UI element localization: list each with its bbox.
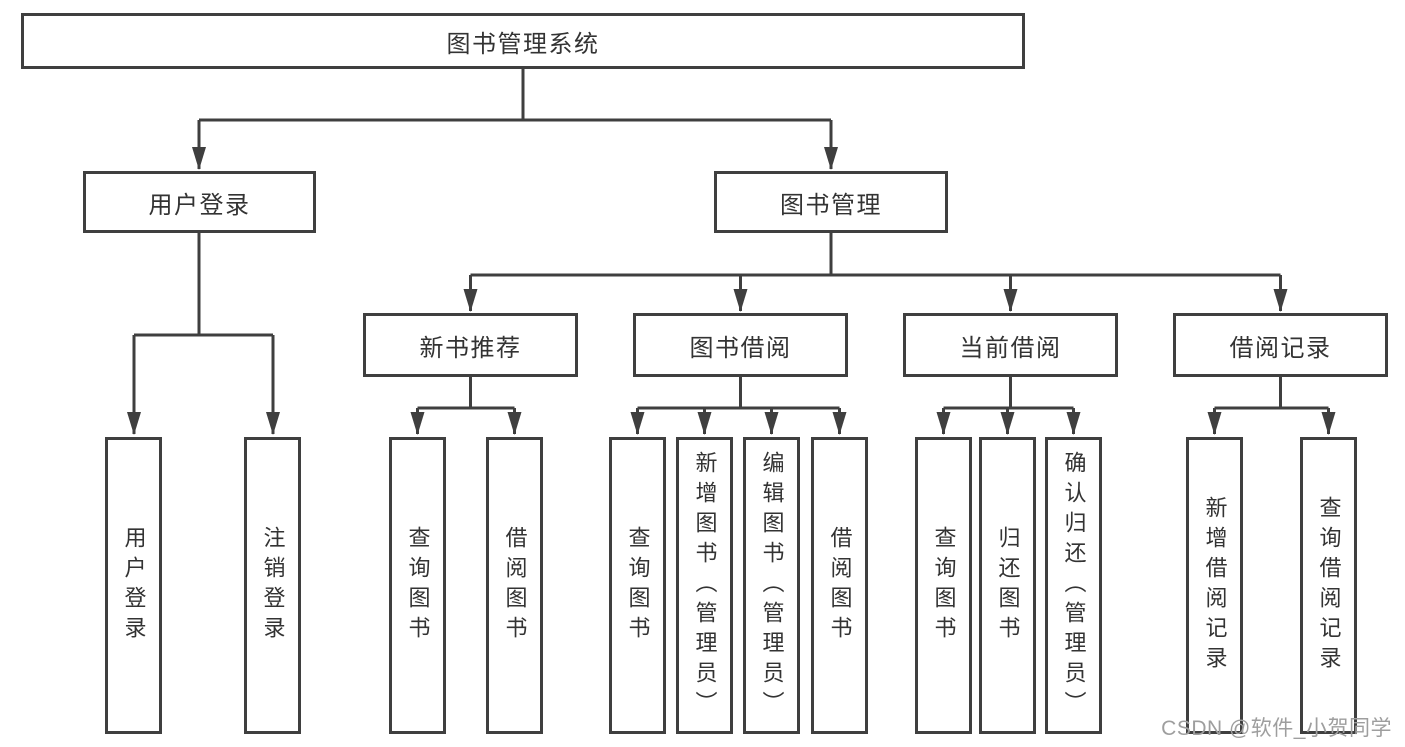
leaf-query-books: 查询图书 [609, 437, 666, 734]
leaf-user-login: 用户登录 [105, 437, 162, 734]
leaf-borrow-books: 借阅图书 [486, 437, 543, 734]
node-borrowing-records: 借阅记录 [1173, 313, 1388, 377]
leaf-add-borrow-record: 新增借阅记录 [1186, 437, 1243, 734]
csdn-watermark: CSDN @软件_小贺同学 [1161, 717, 1392, 740]
leaf-return-books: 归还图书 [979, 437, 1036, 734]
leaf-query-books: 查询图书 [915, 437, 972, 734]
leaf-query-books: 查询图书 [389, 437, 446, 734]
leaf-confirm-return-admin: 确认归还（管理员） [1045, 437, 1102, 734]
leaf-edit-books-admin: 编辑图书（管理员） [743, 437, 800, 734]
node-user-login: 用户登录 [83, 171, 316, 233]
leaf-query-borrow-record: 查询借阅记录 [1300, 437, 1357, 734]
leaf-add-books-admin: 新增图书（管理员） [676, 437, 733, 734]
leaf-logout: 注销登录 [244, 437, 301, 734]
node-book-management: 图书管理 [714, 171, 948, 233]
node-book-borrowing: 图书借阅 [633, 313, 848, 377]
node-current-borrowing: 当前借阅 [903, 313, 1118, 377]
leaf-borrow-books: 借阅图书 [811, 437, 868, 734]
node-new-book-recommendation: 新书推荐 [363, 313, 578, 377]
node-library-management-system: 图书管理系统 [21, 13, 1025, 69]
